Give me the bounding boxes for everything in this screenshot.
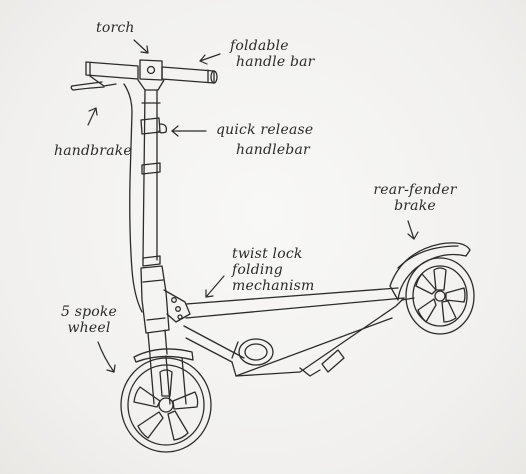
- front-fork: [133, 329, 194, 405]
- rear-wheel: [401, 257, 475, 335]
- fold-housing: [140, 265, 191, 334]
- quick-release-line1: quick release: [216, 122, 314, 138]
- spoke-wheel-arrow: [97, 341, 116, 373]
- handbrake-label: handbrake: [54, 143, 132, 159]
- twist-lock-line3: mechanism: [232, 278, 315, 294]
- torch-arrow: [133, 39, 149, 54]
- twist-lock-line1: twist lock: [232, 246, 303, 262]
- deck: [183, 287, 405, 377]
- foldable-arrow: [199, 53, 221, 65]
- foldable-handlebar-label: foldable handle bar: [230, 38, 315, 70]
- hinge-disc: [231, 338, 274, 366]
- quick-release-arrow: [171, 125, 207, 137]
- quick-release-label: quick release handlebar: [216, 122, 313, 158]
- torch-label: torch: [96, 20, 135, 36]
- quick-release-line2: handlebar: [236, 142, 310, 158]
- rear-fender-line2: brake: [394, 198, 436, 214]
- twist-lock-label: twist lock folding mechanism: [232, 246, 315, 294]
- stem: [140, 89, 168, 267]
- spoke-wheel-label: 5 spoke wheel: [54, 304, 124, 336]
- brake-lever: [70, 75, 117, 91]
- twist-lock-line2: folding: [232, 262, 283, 278]
- rear-fender-brake-label: rear-fender brake: [366, 182, 464, 214]
- spoke-wheel-line1: 5 spoke: [60, 304, 118, 320]
- rear-fender-arrow: [407, 220, 419, 240]
- rear-fender: [389, 242, 471, 301]
- front-wheel: [120, 357, 212, 453]
- annotation-arrows: [87, 39, 419, 373]
- brake-cable: [123, 83, 143, 313]
- handlebar: [85, 59, 218, 91]
- spoke-wheel-line2: wheel: [67, 320, 111, 336]
- handbrake-arrow: [87, 107, 98, 126]
- rear-fender-line1: rear-fender: [373, 182, 457, 198]
- twist-lock-arrow: [205, 275, 225, 298]
- foldable-label-line1: foldable: [230, 38, 289, 54]
- foldable-label-line2: handle bar: [236, 54, 315, 70]
